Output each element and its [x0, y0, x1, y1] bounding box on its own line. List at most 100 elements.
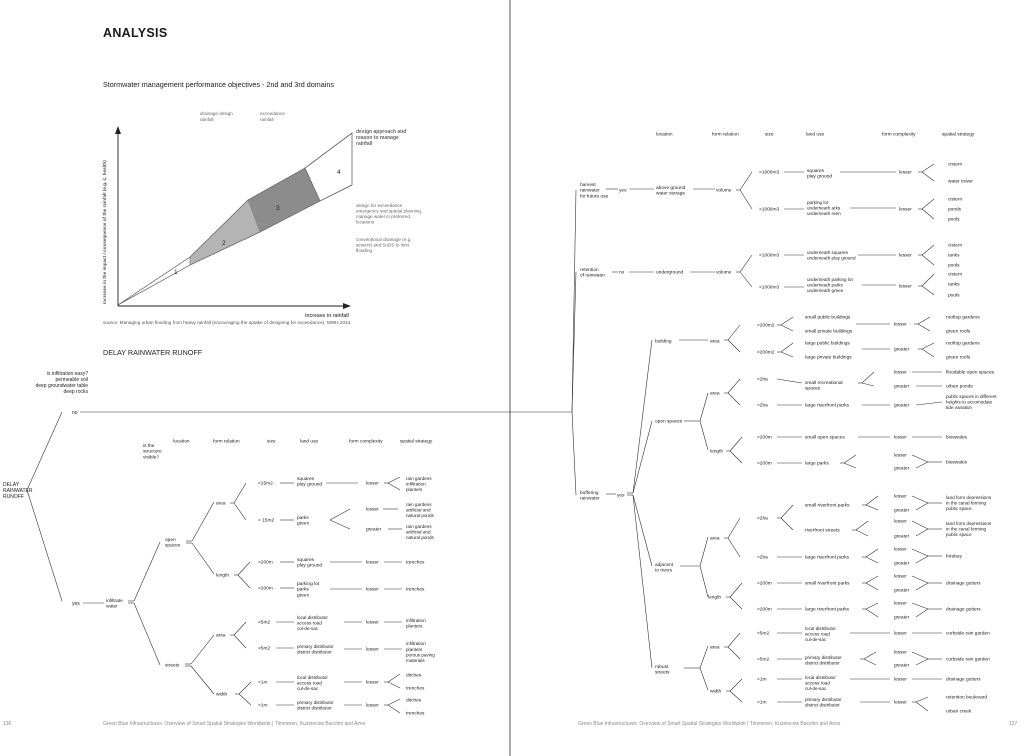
building-label: building: [655, 339, 672, 345]
tree-line: [729, 678, 743, 692]
tree-line: [699, 420, 709, 451]
tree-line: [911, 602, 929, 610]
fc-lesser-3: lesser: [366, 560, 379, 566]
a-lu-1: small riverfront parks: [805, 503, 850, 509]
tree-line: [191, 542, 215, 575]
lt2ha-2: <2ha: [757, 516, 768, 522]
header-form-relation: form relation: [213, 439, 240, 445]
ss-cistern-1: cistern: [948, 162, 962, 168]
tree-line: [861, 371, 875, 384]
vol-gt1000-2: >1000m3: [759, 285, 779, 291]
tree-line: [863, 651, 877, 660]
r-fc-lesser-1: lesser: [899, 170, 912, 176]
tree-line: [780, 517, 794, 531]
a-area: area: [710, 536, 720, 542]
tree-line: [921, 208, 935, 220]
tree-line: [632, 494, 653, 567]
delay-section-title: DELAY RAINWATER RUNOFF: [103, 348, 203, 357]
tree-line: [911, 495, 929, 504]
ss-ponds: ponds: [948, 207, 962, 213]
performance-chart: 1 2 3 4 increase in the impact / consequ…: [102, 111, 422, 325]
yes-label: yes: [72, 601, 80, 607]
tree-line: [729, 436, 743, 452]
tree-line: [915, 696, 929, 703]
tree-line: [921, 348, 935, 358]
lt5m2: <5m2: [757, 631, 769, 637]
b-lu-4: large private buildings: [805, 355, 852, 361]
spine-harvest: [571, 189, 577, 413]
fc-lesser-7: lesser: [366, 680, 379, 686]
tree-line: [917, 323, 931, 332]
tree-line: [865, 608, 879, 618]
tree-line: [861, 382, 875, 387]
tree-line: [915, 608, 929, 618]
fc-lesser-2: lesser: [366, 507, 379, 513]
tree-line: [917, 316, 931, 325]
ss-forebay: forebay: [946, 554, 963, 560]
zone-label-1: 1: [174, 269, 178, 276]
r-fc-5: lesser: [894, 435, 907, 441]
gt200m-2: >200m: [757, 607, 772, 613]
open-spaces-r: open spaces: [655, 420, 683, 425]
ss-cistern-3: cistern: [948, 243, 962, 249]
zone-label-3: 3: [276, 205, 280, 212]
ss-greenroof-2: green roofs: [946, 355, 971, 361]
tree-line: [233, 621, 247, 636]
r-header-form-relation: form relation: [712, 132, 739, 138]
gt1m: >1m: [757, 700, 766, 706]
lt1m: <1m: [757, 677, 766, 683]
tree-line: [843, 462, 857, 469]
s-area: area: [710, 645, 720, 651]
volume-2: volume: [716, 270, 732, 276]
header-form-complexity: form complexity: [349, 439, 383, 445]
tree-line: [863, 658, 877, 666]
o-lu-4: large parks: [805, 461, 829, 467]
r-fc-8: lesser: [894, 494, 907, 500]
vol-lt1000-2: <1000m3: [759, 253, 779, 259]
ss-curbside-2: curbside rain garden: [946, 657, 990, 663]
fc-lesser-4: lesser: [366, 587, 379, 593]
r-header-spatial-strategy: spatial strategy: [942, 132, 975, 138]
ss-ditches-1: ditches: [406, 673, 422, 679]
tree-line: [921, 254, 935, 266]
tree-line: [921, 171, 935, 182]
y-axis-arrow: [115, 126, 121, 134]
ss-tanks-2: tanks: [948, 282, 960, 288]
r-fc-10: lesser: [894, 519, 907, 525]
ss-greenroof-1: green roofs: [946, 329, 971, 335]
size-lt1: <1m: [258, 680, 267, 686]
tree-line: [921, 342, 935, 350]
r-fc-4: greater: [894, 403, 910, 409]
r-fc-22: lesser: [894, 700, 907, 706]
tree-line: [739, 171, 753, 191]
tree-line: [921, 244, 935, 256]
retention-no: no: [619, 271, 625, 276]
r-fc-15: greater: [894, 588, 910, 594]
tree-line: [739, 254, 753, 273]
tree-line: [329, 508, 351, 521]
gt2ha-1: >2ha: [757, 403, 768, 409]
tree-line: [387, 704, 401, 714]
no-label: no: [72, 410, 78, 416]
fc-greater-1: greater: [366, 527, 382, 533]
tree-line: [329, 519, 351, 530]
size-lt5: <5m2: [258, 620, 270, 626]
tree-line: [843, 454, 857, 464]
open-length-label: length: [216, 573, 229, 579]
tree-line: [387, 476, 401, 484]
tree-line: [915, 528, 929, 537]
page-title: ANALYSIS: [103, 26, 168, 40]
tree-line: [739, 189, 753, 210]
tree-line: [915, 701, 929, 712]
